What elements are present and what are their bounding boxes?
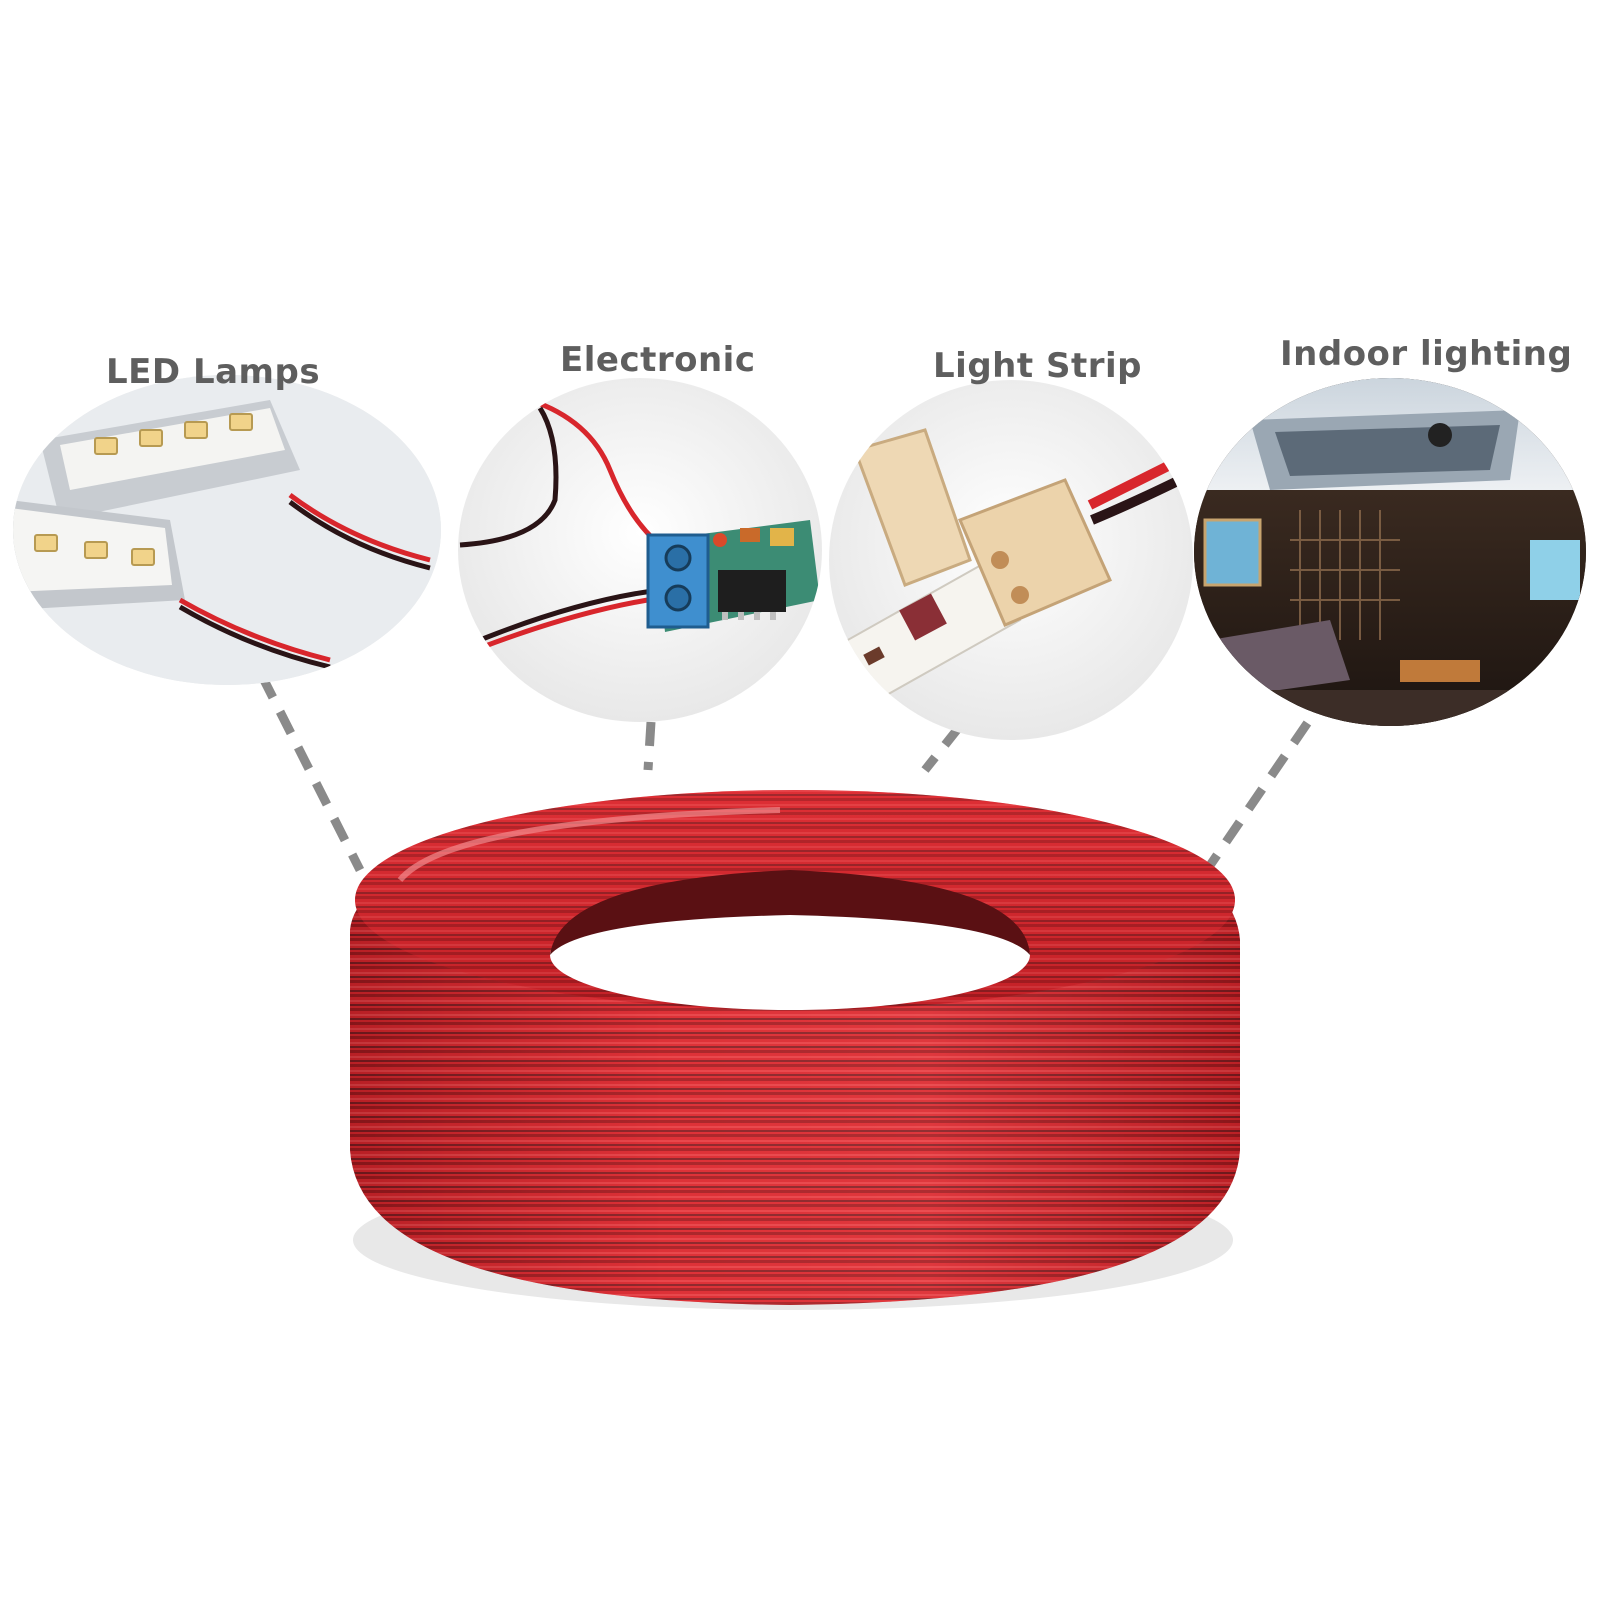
led-lamps-photo: [13, 375, 441, 685]
label-indoor-lighting: Indoor lighting: [1280, 334, 1573, 374]
indoor-room-photo: [1194, 378, 1586, 726]
label-led-lamps: LED Lamps: [106, 352, 321, 392]
label-electronic: Electronic: [560, 340, 756, 380]
wire-coil-image: [350, 790, 1240, 1310]
light-strip-connector-photo: [829, 380, 1193, 740]
electronic-module-photo: [458, 378, 822, 722]
label-light-strip: Light Strip: [933, 346, 1142, 386]
connector-lines: [257, 673, 1334, 883]
